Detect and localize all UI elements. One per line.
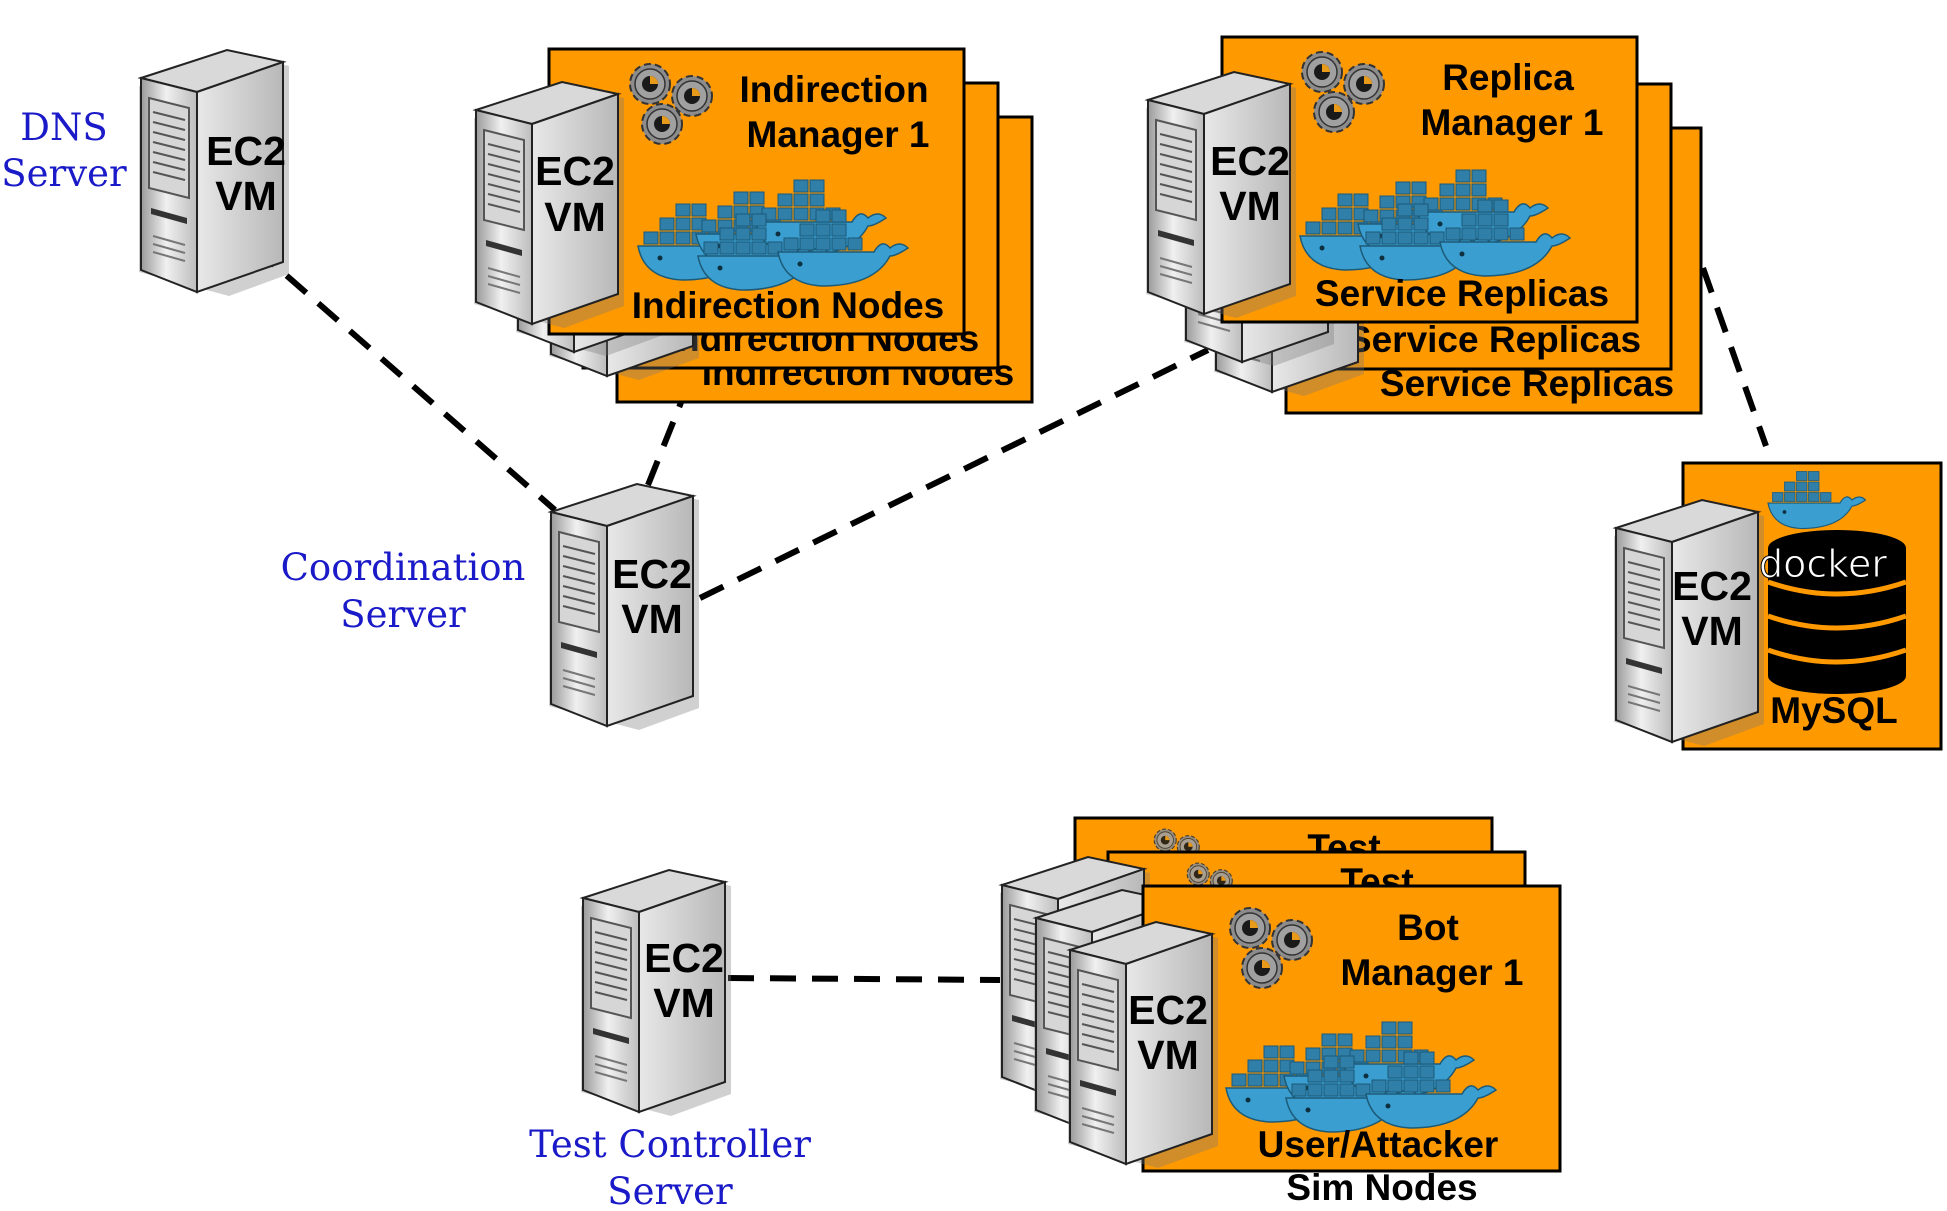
coordination-label-line2: Server	[340, 593, 466, 636]
testcontroller-label-line2: Server	[607, 1170, 733, 1211]
vm-label-line1: EC2	[535, 148, 615, 194]
vm-label-line1: EC2	[1672, 563, 1752, 609]
vm-label-line1: EC2	[206, 128, 286, 174]
vm-label-line2: VM	[544, 194, 606, 240]
replica-manager-line2: Manager 1	[1420, 102, 1603, 143]
vm-label-line1: EC2	[644, 935, 724, 981]
bot-cluster: Test Test EC2 VM Bot Manager 1 User/Atta…	[999, 816, 1562, 1208]
indirection-nodes-label: Indirection Nodes	[632, 285, 944, 326]
vm-label-line2: VM	[621, 596, 683, 642]
link-dns-coordination	[253, 245, 557, 513]
replica-cluster: Service Replicas Service Replicas EC2 VM…	[1145, 35, 1703, 415]
dns-label-line1: DNS	[20, 106, 107, 149]
mysql-label: MySQL	[1770, 690, 1897, 731]
vm-label-line1: EC2	[1128, 987, 1208, 1033]
coordination-label-line1: Coordination	[281, 546, 526, 589]
connections	[253, 245, 1769, 983]
link-replica-database	[1700, 266, 1769, 448]
vm-label-line2: VM	[215, 173, 277, 219]
replica-nodes-label: Service Replicas	[1315, 273, 1609, 314]
database-icon	[1767, 530, 1907, 694]
replica-label-back-1: Service Replicas	[1347, 319, 1641, 360]
docker-logo-text: docker	[1759, 542, 1887, 586]
coordination-server: EC2 VM Coordination Server	[281, 483, 700, 731]
dns-label-line2: Server	[1, 152, 127, 195]
indirection-manager-line2: Manager 1	[746, 114, 929, 155]
vm-label-line2: VM	[1219, 183, 1281, 229]
test-controller-server: EC2 VM Test Controller Server	[529, 869, 811, 1211]
vm-label-line1: EC2	[612, 551, 692, 597]
bot-manager-line1: Bot	[1397, 907, 1459, 948]
link-coordination-indirection	[645, 398, 685, 487]
bot-nodes-line2: Sim Nodes	[1286, 1167, 1477, 1208]
link-testcontroller-bot	[727, 975, 1001, 983]
testcontroller-label-line1: Test Controller	[529, 1123, 811, 1166]
vm-label-line2: VM	[1137, 1032, 1199, 1078]
database-cluster: EC2 VM docker MySQL	[1613, 461, 1943, 751]
indirection-cluster: Indirection Nodes Indirection Nodes EC2 …	[473, 47, 1034, 404]
indirection-manager-line1: Indirection	[739, 69, 928, 110]
vm-label-line2: VM	[1681, 608, 1743, 654]
bot-nodes-line1: User/Attacker	[1258, 1124, 1499, 1165]
vm-label-line1: EC2	[1210, 138, 1290, 184]
replica-manager-line1: Replica	[1442, 57, 1574, 98]
dns-server: EC2 VM DNS Server	[1, 49, 290, 297]
link-coordination-replica	[698, 347, 1210, 601]
bot-manager-line2: Manager 1	[1340, 952, 1523, 993]
vm-label-line2: VM	[653, 980, 715, 1026]
